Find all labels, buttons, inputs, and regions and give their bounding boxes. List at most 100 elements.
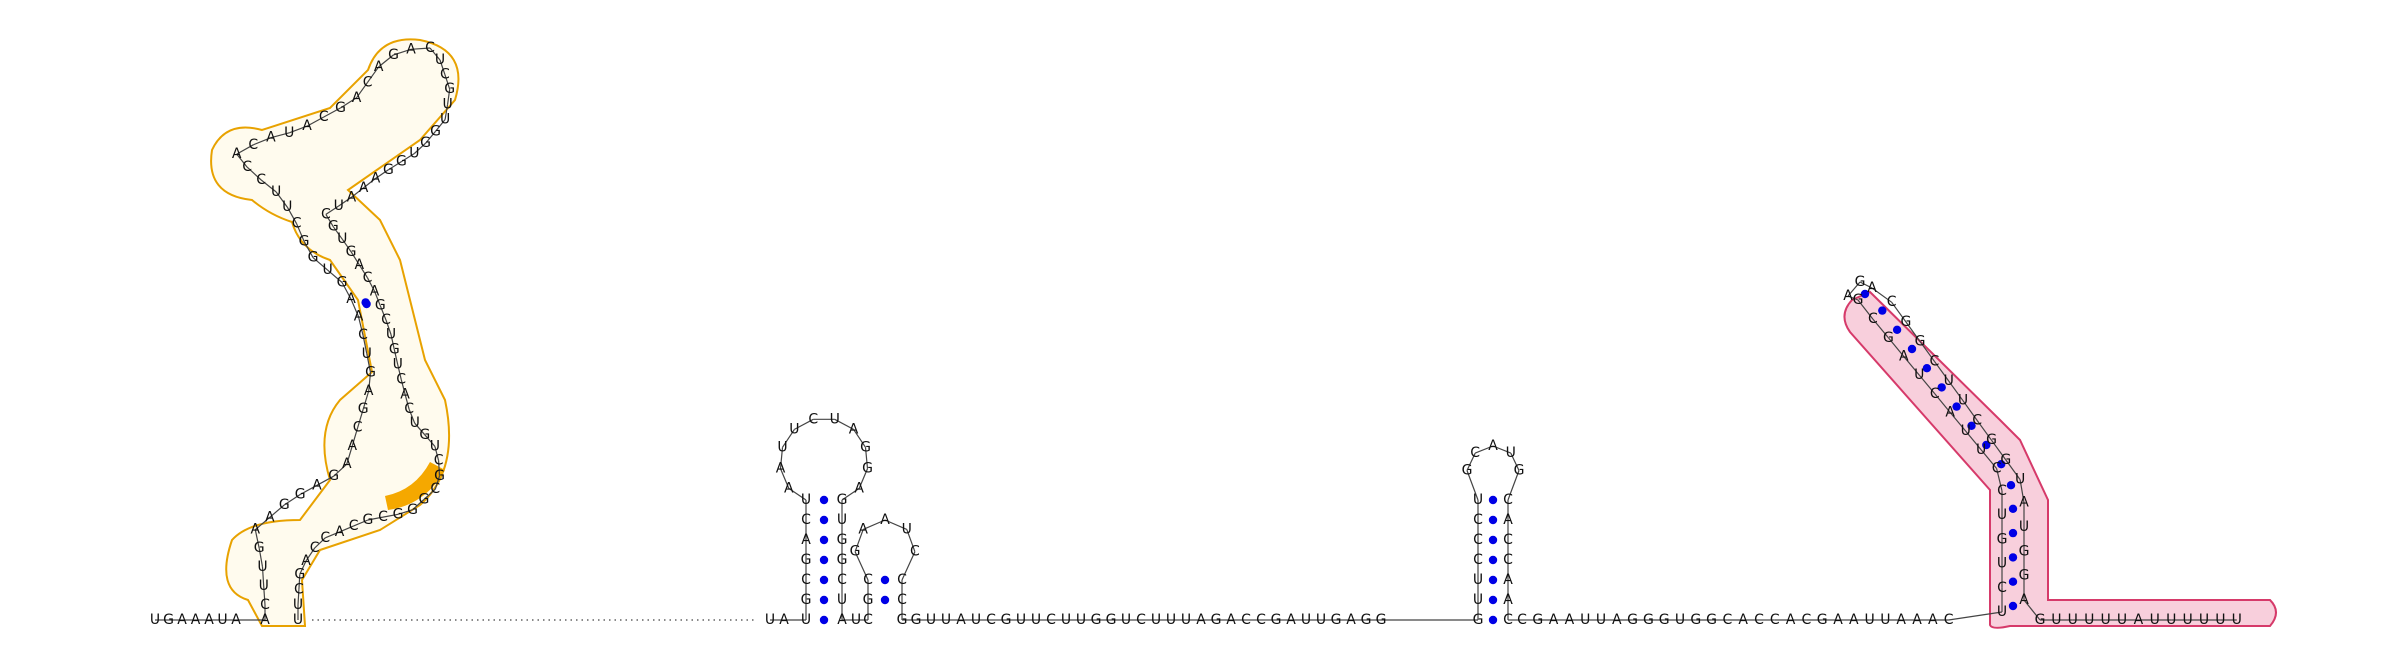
domain-1-nucleotide: G <box>430 123 441 139</box>
hairpin-a-loop-nucleotide: A <box>854 480 864 496</box>
base-pair-dot <box>2006 481 2016 490</box>
backbone-bond <box>2023 599 2041 621</box>
domain-2-nucleotide: C <box>1868 311 1878 327</box>
backbone-bond <box>404 394 410 410</box>
domain-1-nucleotide: G <box>346 244 357 260</box>
domain-2-nucleotide: C <box>1992 461 2002 477</box>
backbone-bond <box>351 427 359 446</box>
domain-1-nucleotide: A <box>301 553 311 569</box>
backbone-bond <box>269 504 285 518</box>
domain-1-nucleotide: A <box>251 522 261 538</box>
base-pair-dot <box>2008 601 2018 611</box>
hairpin-a-stem-nucleotide: U <box>837 592 847 608</box>
domain-1-nucleotide: C <box>349 518 359 534</box>
backbone-bond <box>435 119 446 132</box>
strand-nucleotide: U <box>765 612 775 628</box>
domain-2-nucleotide: G <box>1900 314 1911 330</box>
strand-3p-nucleotide: U <box>2215 612 2225 628</box>
backbone-bond <box>332 226 343 240</box>
backbone-bond <box>275 191 288 208</box>
backbone-bond <box>341 238 352 253</box>
strand-nucleotide: A <box>1346 612 1356 628</box>
strand-nucleotide: G <box>1643 612 1654 628</box>
domain-2-nucleotide: A <box>2019 592 2029 608</box>
hairpin-b-loop-nucleotide: A <box>880 512 890 528</box>
domain-1-nucleotide: U <box>284 125 294 141</box>
domain-1-nucleotide: U <box>435 52 445 68</box>
domain-1-nucleotide: G <box>279 497 290 513</box>
backbone-bond <box>367 66 380 83</box>
backbone-bond <box>1891 301 1907 323</box>
domain-1-nucleotide: A <box>302 118 312 134</box>
strand-nucleotide: U <box>1016 612 1026 628</box>
hairpin-c-stem-nucleotide: C <box>1473 532 1483 548</box>
domain-1-nucleotide: C <box>358 327 368 343</box>
hairpin-c-stem-nucleotide: U <box>1473 592 1483 608</box>
domain-1-nucleotide: A <box>355 257 365 273</box>
domain-2-nucleotide: G <box>1883 330 1894 346</box>
domain-1-nucleotide: U <box>362 346 372 362</box>
base-pair-dot <box>1878 306 1887 315</box>
backbone-bond <box>410 47 431 50</box>
strand-nucleotide: U <box>1596 612 1606 628</box>
backbone-bond <box>325 531 340 539</box>
domain-1-nucleotide: A <box>370 283 380 299</box>
backbone-bond <box>1933 360 1950 382</box>
domain1-root: U <box>293 612 303 628</box>
strand-nucleotide: U <box>851 612 861 628</box>
domain-2-nucleotide: U <box>2015 472 2025 488</box>
domain-2-nucleotide: C <box>1997 483 2007 499</box>
strand-5p-nucleotide: A <box>191 612 201 628</box>
strand-nucleotide: U <box>1031 612 1041 628</box>
domain-1-nucleotide: C <box>440 67 450 83</box>
backbone-bond <box>1934 393 1951 413</box>
base-pair-dot <box>2008 553 2018 562</box>
hairpin-c-stem-nucleotide: C <box>1503 492 1513 508</box>
backbone-bond <box>794 418 814 430</box>
backbone-bond <box>412 499 425 511</box>
backbone-bond <box>393 48 412 56</box>
strand-nucleotide: U <box>941 612 951 628</box>
domain-1-nucleotide: A <box>266 130 276 146</box>
domain-1-nucleotide: A <box>364 383 374 399</box>
domain-1-nucleotide: G <box>294 566 305 582</box>
strand-nucleotide: G <box>1271 612 1282 628</box>
hairpin-a-loop-nucleotide: U <box>830 411 840 427</box>
hairpin-a-stem-nucleotide: G <box>801 592 812 608</box>
backbone-bond <box>425 131 436 144</box>
backbone-bond <box>434 475 441 490</box>
domain-2-nucleotide: U <box>1958 393 1968 409</box>
backbone-bond <box>368 372 372 392</box>
strand-nucleotide: U <box>1076 612 1086 628</box>
strand-nucleotide: G <box>1001 612 1012 628</box>
domain-1-nucleotide: U <box>409 146 419 162</box>
hairpin-c-loop-nucleotide: C <box>1470 445 1480 461</box>
backbone-bond <box>901 551 916 581</box>
backbone-bond <box>367 516 384 521</box>
domain-2-nucleotide: U <box>1997 507 2007 523</box>
backbone-bond <box>346 445 353 465</box>
hairpin-b-stem-nucleotide: G <box>897 612 908 628</box>
strand-nucleotide: G <box>1106 612 1117 628</box>
backbone-bond <box>788 487 807 501</box>
backbone-bond <box>236 153 248 168</box>
strand-5p-nucleotide: U <box>217 612 227 628</box>
domain-1-nucleotide: C <box>260 597 270 613</box>
hairpin-a-loop-nucleotide: A <box>849 421 859 437</box>
domain-1-nucleotide: G <box>418 492 429 508</box>
hairpin-a-stem-nucleotide: G <box>801 552 812 568</box>
domain-1-nucleotide: A <box>347 189 357 205</box>
strand-nucleotide: G <box>1532 612 1543 628</box>
domain-1-nucleotide: C <box>381 312 391 328</box>
base-pair-dot <box>1488 495 1498 505</box>
backbone-bond <box>254 529 260 549</box>
backbone-bond <box>325 205 340 215</box>
backbone-bond <box>1859 281 1873 289</box>
strand-nucleotide: G <box>1331 612 1342 628</box>
strand-3p-nucleotide: A <box>2134 612 2144 628</box>
backbone-bond <box>296 223 305 242</box>
backbone-bond <box>379 305 387 321</box>
base-pair-dot <box>1892 325 1902 334</box>
base-pair-dot <box>1907 344 1917 354</box>
hairpin-c-stem-nucleotide: A <box>1503 512 1513 528</box>
